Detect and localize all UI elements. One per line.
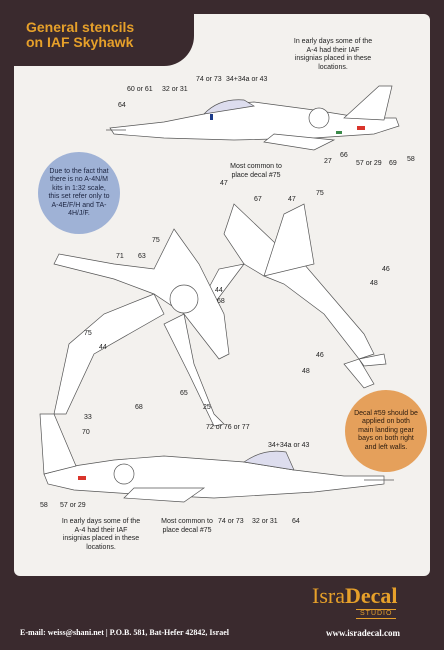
insignia-blue-mark [210, 114, 213, 120]
plan-view-left [53, 228, 230, 427]
note-common-bottom: Most common to place decal #75 [161, 518, 213, 534]
label: 72 or 76 or 77 [206, 424, 250, 431]
note-common-top: Most common to place decal #75 [230, 163, 282, 179]
aircraft-drawings [39, 85, 400, 503]
label: 75 [84, 330, 92, 337]
label: 48 [302, 368, 310, 375]
title-line-2: on IAF Skyhawk [26, 34, 134, 50]
website-link[interactable]: www.isradecal.com [326, 628, 400, 638]
label: 63 [138, 253, 146, 260]
label: 57 or 29 [60, 502, 86, 509]
label: 65 [180, 390, 188, 397]
side-view-top [106, 85, 400, 151]
label: 47 [288, 196, 296, 203]
info-bubble-kits-text: Due to the fact that there is no A-4N/M … [48, 167, 110, 218]
label: 68 [135, 404, 143, 411]
brand-logo-part-a: Isra [312, 583, 345, 608]
note-early-top: In early days some of the A-4 had their … [293, 38, 373, 71]
contact-info: E-mail: weiss@shani.net | P.O.B. 581, Ba… [20, 628, 229, 637]
label: 44 [99, 344, 107, 351]
info-bubble-decal-59-text: Decal #59 should be applied on both main… [354, 409, 418, 451]
label: 34+34a or 43 [226, 76, 268, 83]
label: 32 or 31 [162, 86, 188, 93]
insignia-red-marker-bottom [78, 476, 86, 480]
label: 75 [152, 237, 160, 244]
label: 71 [116, 253, 124, 260]
plan-view-right [198, 203, 387, 389]
title-line-1: General stencils [26, 19, 135, 35]
page-title: General stencils on IAF Skyhawk [26, 20, 134, 50]
label: 58 [407, 156, 415, 163]
header-tab [14, 14, 194, 66]
label: 60 or 61 [127, 86, 153, 93]
label: 34+34a or 43 [268, 442, 310, 449]
label: 27 [324, 158, 332, 165]
label: 44 [215, 287, 223, 294]
label: 75 [316, 190, 324, 197]
label: 67 [254, 196, 262, 203]
insignia-red-marker [357, 126, 365, 130]
label: 64 [292, 518, 300, 525]
label: 46 [316, 352, 324, 359]
label: 68 [217, 298, 225, 305]
info-bubble-kits: Due to the fact that there is no A-4N/M … [38, 152, 120, 234]
info-bubble-decal-59: Decal #59 should be applied on both main… [345, 390, 427, 472]
label: 33 [84, 414, 92, 421]
brand-logo: IsraDecal [312, 583, 398, 609]
label: 58 [40, 502, 48, 509]
label: 74 or 73 [218, 518, 244, 525]
side-view-bottom [39, 413, 394, 503]
brand-studio: STUDIO [356, 609, 397, 619]
brand-logo-part-b: Decal [344, 583, 398, 608]
label: 66 [340, 152, 348, 159]
label: 47 [220, 180, 228, 187]
label: 46 [382, 266, 390, 273]
label: 32 or 31 [252, 518, 278, 525]
label: 25 [203, 404, 211, 411]
label: 70 [82, 429, 90, 436]
label: 69 [389, 160, 397, 167]
label: 57 or 29 [356, 160, 382, 167]
label: 74 or 73 [196, 76, 222, 83]
note-early-bottom: In early days some of the A-4 had their … [61, 518, 141, 551]
label: 48 [370, 280, 378, 287]
label: 64 [118, 102, 126, 109]
insignia-green-marker [336, 131, 342, 134]
